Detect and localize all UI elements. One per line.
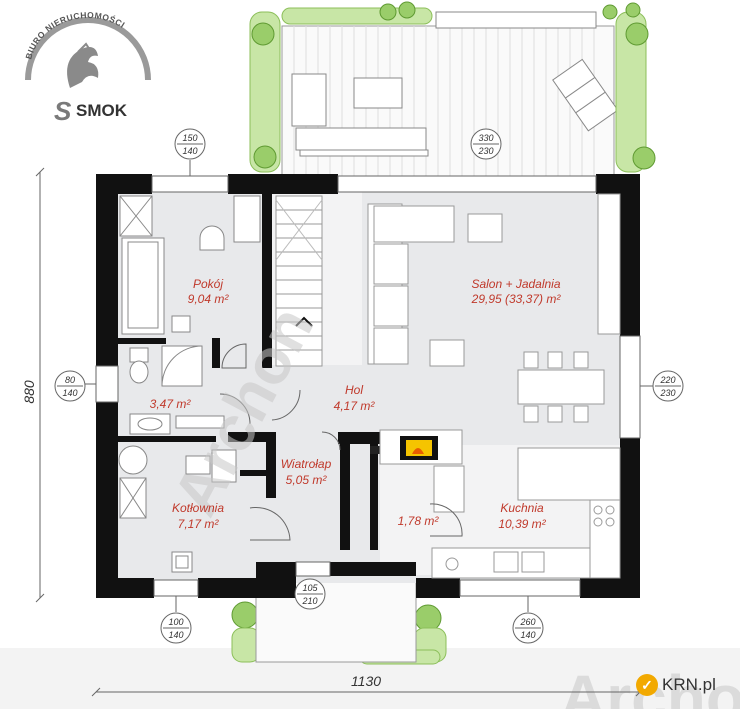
room-name-hol: Hol xyxy=(345,383,363,397)
room-name-kotlownia: Kotłownia xyxy=(172,501,224,515)
door-swings xyxy=(219,343,463,541)
svg-text:230: 230 xyxy=(477,146,493,156)
room-name-kuchnia: Kuchnia xyxy=(500,501,544,515)
svg-text:210: 210 xyxy=(301,596,317,606)
room-area-kotlownia: 7,17 m² xyxy=(178,517,220,531)
company-logo: BIURO NIERUCHOMOŚCI S SMOK xyxy=(18,8,158,126)
living-room-furniture xyxy=(367,193,621,423)
room-area-spizarnia: 1,78 m² xyxy=(398,514,440,528)
room-area-wiatrolap: 5,05 m² xyxy=(286,473,328,487)
svg-text:1130: 1130 xyxy=(351,673,381,689)
terrace xyxy=(281,11,619,177)
svg-text:150: 150 xyxy=(182,133,197,143)
boiler-room-equipment xyxy=(118,445,237,573)
svg-text:100: 100 xyxy=(168,617,183,627)
room-name-pokoj: Pokój xyxy=(193,277,223,291)
window-tag-top-right: 330 230 xyxy=(470,128,502,160)
svg-text:330: 330 xyxy=(478,133,493,143)
room-area-lazienka: 3,47 m² xyxy=(150,397,192,411)
krn-logo-icon: ✓ xyxy=(636,674,658,696)
room-name-wiatrolap: Wiatrołap xyxy=(281,457,332,471)
svg-text:880: 880 xyxy=(21,380,37,404)
window-tag-top-left: 150 140 xyxy=(174,128,206,176)
window-tag-bottom-left: 100 140 xyxy=(160,596,192,644)
smok-logo-icon: BIURO NIERUCHOMOŚCI S SMOK xyxy=(23,10,151,126)
width-dimension: 1130 xyxy=(91,673,645,697)
krn-badge[interactable]: ✓ KRN.pl xyxy=(636,672,716,698)
svg-text:80: 80 xyxy=(65,375,75,385)
exterior-walls xyxy=(96,174,640,598)
windows xyxy=(95,175,641,597)
bedroom-furniture xyxy=(119,195,261,335)
garden-plants xyxy=(231,1,656,665)
room-area-kuchnia: 10,39 m² xyxy=(498,517,546,531)
bathroom-furniture xyxy=(129,345,225,435)
door-tag-entrance: 105 210 xyxy=(294,578,326,610)
staircase xyxy=(275,195,323,367)
room-area-salon: 29,95 (33,37) m² xyxy=(471,292,562,306)
krn-label: KRN.pl xyxy=(662,675,716,694)
window-tag-right: 220 230 xyxy=(640,370,684,402)
height-dimension: 880 xyxy=(21,167,45,603)
svg-text:S: S xyxy=(54,96,72,126)
svg-text:140: 140 xyxy=(168,630,183,640)
svg-text:140: 140 xyxy=(182,146,197,156)
svg-text:230: 230 xyxy=(659,388,675,398)
svg-text:140: 140 xyxy=(520,630,535,640)
svg-text:220: 220 xyxy=(659,375,675,385)
kitchen-furniture xyxy=(431,447,621,579)
svg-text:105: 105 xyxy=(302,583,318,593)
logo-name: SMOK xyxy=(76,101,128,120)
svg-text:140: 140 xyxy=(62,388,77,398)
svg-text:260: 260 xyxy=(519,617,535,627)
room-area-pokoj: 9,04 m² xyxy=(188,292,230,306)
room-area-hol: 4,17 m² xyxy=(334,399,376,413)
window-tag-bottom-right: 260 140 xyxy=(512,596,544,644)
window-tag-left: 80 140 xyxy=(54,370,96,402)
svg-text:BIURO NIERUCHOMOŚCI: BIURO NIERUCHOMOŚCI xyxy=(23,10,127,60)
room-name-salon: Salon + Jadalnia xyxy=(471,277,560,291)
